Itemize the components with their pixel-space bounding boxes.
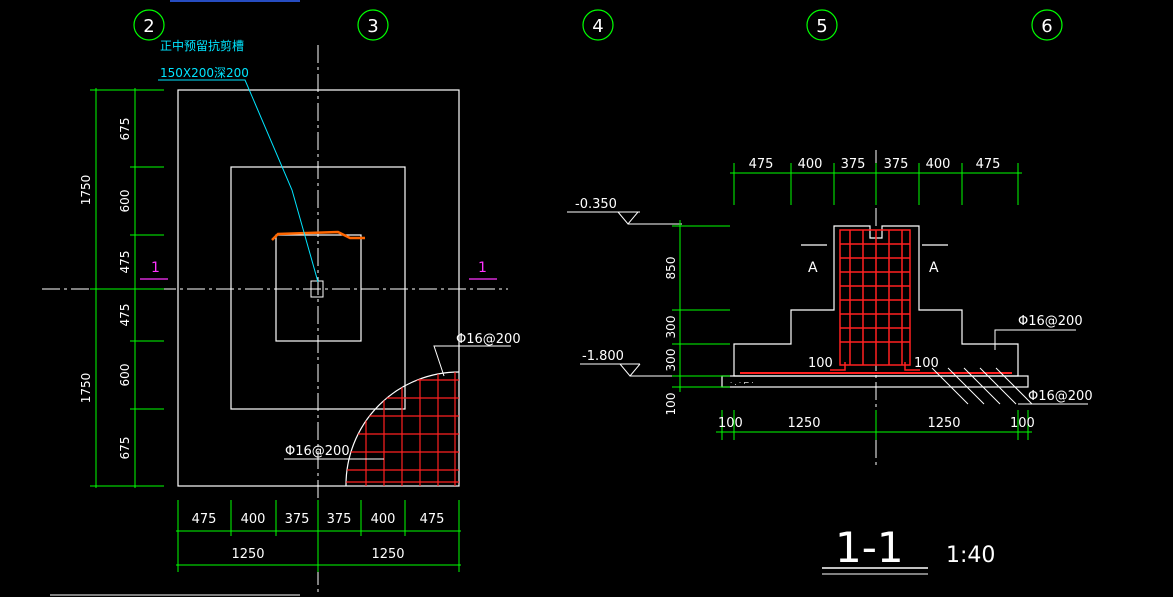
plan-dim-bottom-1: 475 [192, 512, 217, 527]
grid-bubble-2 [133, 9, 165, 41]
plan-dim-bottom-6: 475 [420, 512, 445, 527]
section-dim-bottom-2: 1250 [787, 416, 820, 431]
blinding-hatch-text: · . · ⌐ · [730, 379, 754, 387]
section-rebar-leader-top [994, 329, 1076, 350]
footing-outline [177, 89, 460, 487]
section-dim-left-3: 300 [664, 349, 678, 372]
rebar-label-right: Φ16@200 [456, 332, 521, 347]
section-dims-top [730, 163, 1022, 205]
step-outline [230, 166, 406, 410]
shear-key-pocket [310, 280, 324, 298]
section-dims-left [672, 220, 730, 392]
section-view: 475 400 375 375 400 475 · . · ⌐ · [567, 150, 1093, 575]
grid-label-5: 5 [816, 16, 827, 37]
grid-labels: 2 3 4 5 6 [143, 16, 1052, 37]
rebar-leader-right [433, 345, 511, 377]
pedestal-rebar-highlight [271, 230, 365, 241]
cut-mark-right: A [929, 260, 939, 276]
plan-dim-bottom-5: 400 [371, 512, 396, 527]
plan-dim-bottom-total-2: 1250 [371, 547, 404, 562]
blinding-layer [721, 375, 1029, 388]
plan-dim-left-4: 475 [118, 304, 132, 327]
plan-dim-left-2: 600 [118, 190, 132, 213]
grid-bubble-5 [806, 9, 838, 41]
section-scale: 1:40 [946, 543, 995, 568]
plan-dim-bottom-4: 375 [327, 512, 352, 527]
rebar-quadrant-outline [345, 371, 460, 487]
section-dim-top-1: 475 [749, 157, 774, 172]
section-dim-top-2: 400 [798, 157, 823, 172]
cover-label-left: 100 [808, 356, 833, 371]
plan-dim-left-6: 675 [118, 437, 132, 460]
plan-dims-left [90, 88, 164, 488]
note-text-line1: 正中预留抗剪槽 [160, 38, 244, 53]
plan-dim-bottom-total-1: 1250 [231, 547, 264, 562]
section-dim-top-5: 400 [926, 157, 951, 172]
section-rebar-label-top: Φ16@200 [1018, 314, 1083, 329]
section-rebar-leader-bottom [931, 367, 1088, 405]
grid-label-4: 4 [592, 16, 603, 37]
rebar-label-bottom: Φ16@200 [285, 444, 350, 459]
grid-bubble-4 [582, 9, 614, 41]
grid-label-2: 2 [143, 16, 154, 37]
section-mark-right: 1 [478, 260, 487, 276]
grid-label-3: 3 [367, 16, 378, 37]
cut-mark-left: A [808, 260, 818, 276]
grid-axes [133, 9, 1063, 41]
section-dim-left-1: 850 [664, 257, 678, 280]
plan-view: 正中预留抗剪槽 150X200深200 1 1 [42, 38, 521, 592]
note-leader [158, 79, 319, 283]
section-dim-bottom-3: 1250 [927, 416, 960, 431]
section-dim-bottom-1: 100 [718, 416, 743, 431]
section-dim-top-4: 375 [884, 157, 909, 172]
plan-dims-bottom [176, 500, 461, 572]
footing-section-outline [733, 225, 1019, 377]
plan-dim-total-top: 1750 [79, 175, 93, 206]
elevation-top [567, 211, 682, 225]
note-text-line2: 150X200深200 [160, 66, 249, 80]
grid-bubble-3 [357, 9, 389, 41]
section-rebar-label-bottom: Φ16@200 [1028, 389, 1093, 404]
section-mark-left: 1 [151, 260, 160, 276]
cover-label-right: 100 [914, 356, 939, 371]
grid-bubble-6 [1031, 9, 1063, 41]
section-dim-bottom-4: 100 [1010, 416, 1035, 431]
plan-dim-total-bottom: 1750 [79, 373, 93, 404]
elevation-top-label: -0.350 [575, 197, 617, 212]
grid-label-6: 6 [1041, 16, 1052, 37]
plan-dim-left-1: 675 [118, 118, 132, 141]
plan-dim-bottom-3: 375 [285, 512, 310, 527]
plan-dim-bottom-2: 400 [241, 512, 266, 527]
plan-dim-left-5: 600 [118, 364, 132, 387]
section-dim-top-6: 475 [976, 157, 1001, 172]
plan-dim-left-3: 475 [118, 251, 132, 274]
pedestal-outline [275, 234, 362, 342]
rebar-cage-section [740, 229, 1012, 374]
section-dims-bottom [716, 410, 1032, 440]
elevation-bottom-label: -1.800 [582, 349, 624, 364]
section-dim-left-4: 100 [664, 393, 678, 416]
section-dim-left-2: 300 [664, 316, 678, 339]
section-title: 1-1 [835, 523, 904, 572]
rebar-mesh-plan [345, 371, 459, 486]
section-dim-top-3: 375 [841, 157, 866, 172]
